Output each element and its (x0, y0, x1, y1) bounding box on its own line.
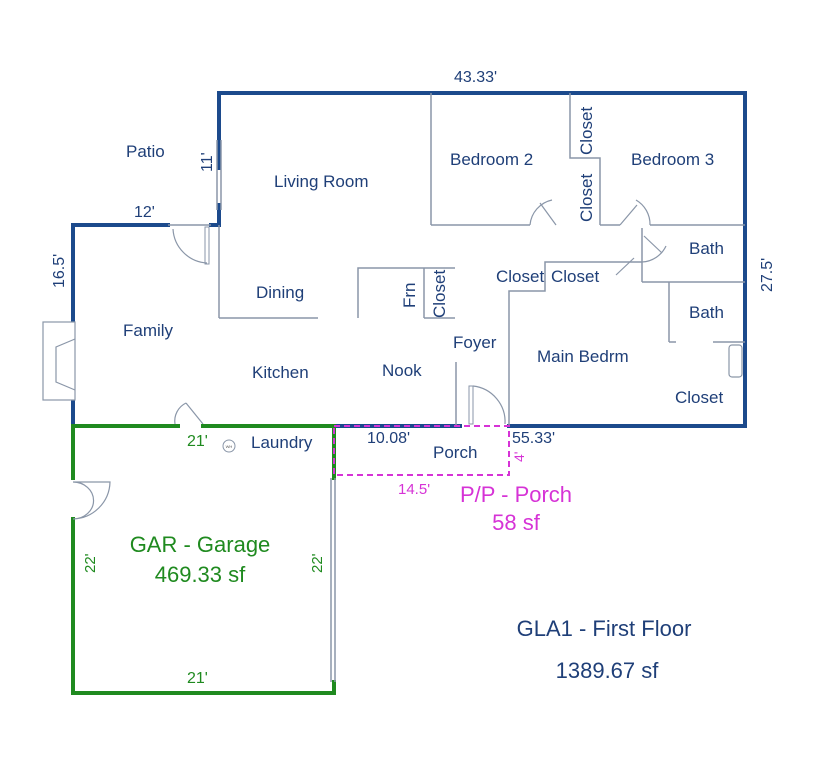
room-label-frn: Frn (400, 283, 419, 309)
room-label-closet-lower: Closet (577, 174, 596, 222)
porch-outline (333, 425, 510, 476)
bathtub-icon (728, 344, 743, 378)
area-garage-size: 469.33 sf (155, 562, 246, 587)
door-bath-swing (641, 245, 667, 263)
room-label-kitchen: Kitchen (252, 363, 309, 382)
room-label-bath-2: Bath (689, 303, 724, 322)
dim-garage-top: 21' (187, 433, 208, 450)
area-garage-name: GAR - Garage (130, 532, 271, 557)
dim-garage-bottom: 21' (187, 670, 208, 687)
door-closet-hall (615, 257, 635, 276)
interior-walls (168, 93, 745, 426)
dim-porch-bottom: 14.5' (398, 481, 430, 498)
room-label-closet-frn: Closet (430, 270, 449, 318)
room-label-closet-upper: Closet (577, 107, 596, 155)
area-porch-name: P/P - Porch (460, 482, 572, 507)
svg-text:WH: WH (226, 444, 233, 449)
room-label-closet-hall-2: Closet (551, 267, 599, 286)
dim-right: 27.5' (759, 258, 776, 292)
room-label-nook: Nook (382, 361, 422, 380)
dim-garage-left: 22' (82, 553, 99, 573)
room-label-porch: Porch (433, 443, 477, 462)
dim-porch-side: 4' (511, 452, 527, 462)
room-label-foyer: Foyer (453, 333, 497, 352)
dim-garage-right: 22' (309, 553, 326, 573)
dim-left: 16.5' (51, 254, 68, 288)
dim-patio-side: 11' (199, 152, 216, 172)
area-gla-size: 1389.67 sf (556, 658, 660, 683)
area-porch-size: 58 sf (492, 510, 541, 535)
doors (172, 199, 667, 425)
patio-slider (216, 140, 222, 210)
room-label-bedroom-2: Bedroom 2 (450, 150, 533, 169)
room-label-bath-1: Bath (689, 239, 724, 258)
wall-north-east (217, 91, 747, 428)
room-label-laundry: Laundry (251, 433, 313, 452)
garage-outline (71, 424, 336, 695)
wall-family-north (71, 223, 170, 324)
room-label-living-room: Living Room (274, 172, 369, 191)
door-bedroom2-swing (529, 199, 553, 226)
room-label-closet-main: Closet (675, 388, 723, 407)
area-gla-name: GLA1 - First Floor (517, 616, 692, 641)
room-label-family: Family (123, 321, 174, 340)
room-label-dining: Dining (256, 283, 304, 302)
fireplace (42, 321, 76, 401)
room-label-bedroom-3: Bedroom 3 (631, 150, 714, 169)
door-bedroom3-swing (635, 199, 651, 226)
door-patio-swing (172, 228, 208, 264)
dim-top: 43.33' (454, 69, 497, 86)
room-label-patio: Patio (126, 142, 165, 161)
dim-house-bottom: 55.33' (512, 430, 555, 447)
room-label-main-bedroom: Main Bedrm (537, 347, 629, 366)
dim-patio-top: 12' (134, 204, 155, 221)
water-heater-icon: WH (222, 439, 236, 453)
room-label-closet-hall-1: Closet (496, 267, 544, 286)
door-front-swing (472, 385, 506, 425)
door-garage-house (174, 402, 187, 425)
dim-porch-top: 10.08' (367, 430, 410, 447)
